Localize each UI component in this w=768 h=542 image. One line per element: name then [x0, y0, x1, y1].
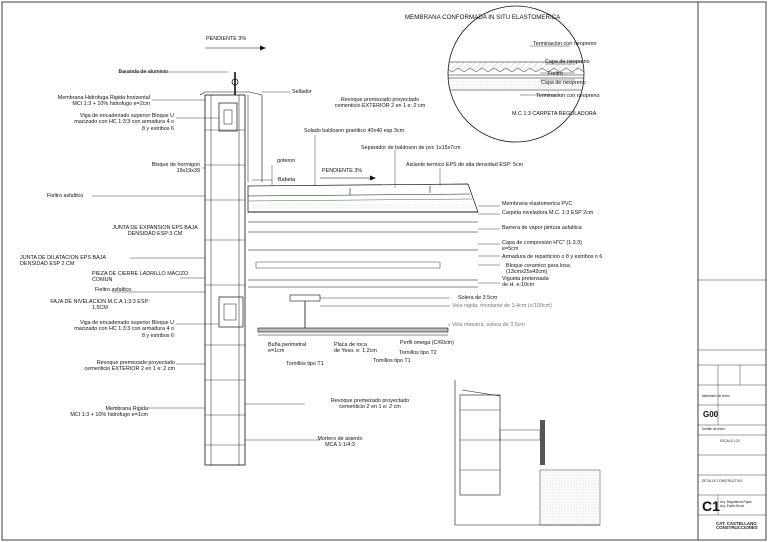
label-terminacion-1: Terminacion con neopreno — [533, 41, 597, 47]
tb-small-4: DETALLE CONSTRUCTIVO — [702, 479, 743, 483]
tb-sheet-code: G00 — [703, 410, 719, 419]
leader-lines — [92, 71, 500, 441]
slope-label-mid: PENDIENTE 3% — [322, 168, 363, 174]
roof-slab — [247, 175, 479, 288]
tb-sheet-number: C1 — [702, 498, 720, 514]
label-viga-encadenado-1: Viga de encadenado superior Bloque U mac… — [74, 113, 174, 132]
label-revoque-int: Revoque premezado proyectado cementicio … — [330, 398, 410, 411]
label-junta-dilatacion: JUNTA DE DILATACION EPS BAJA DENSIDAD ES… — [20, 255, 106, 268]
label-tornillos-t2: Tornillos tipo T2 — [399, 350, 437, 356]
label-mortero-asiento: Mortero de asiento MCA 1:1/4:3 — [317, 436, 363, 449]
membrane-detail-title: MEMBRANA CONFORMADA IN SITU ELASTOMERICA — [405, 14, 561, 21]
label-goteron: goteron — [277, 158, 296, 164]
label-solera: Solera de 3.5cm — [458, 295, 498, 301]
label-baranda: Baranda de aluminio — [118, 69, 168, 75]
label-fieltro-asfaltico-2: Fieltro asfaltico — [95, 287, 132, 293]
label-bloque-hormigon: Bloque de hormigon 19x19x39 — [151, 162, 200, 175]
ceiling-hanger — [257, 294, 449, 336]
masonry-wall — [199, 91, 263, 466]
label-vela-maestra: Vela maestra, solera de 3.5cm — [452, 322, 525, 328]
label-capa-compresion: Capa de compresión H"C" (1:3:3) e=5cm — [502, 240, 582, 253]
label-perfil-omega: Perfil omega (C/60cm) — [400, 340, 454, 346]
label-tornillos-t1-b: Tornillos tipo T1 — [373, 358, 411, 364]
label-tornillos-t1-a: Tornillos tipo T1 — [286, 361, 324, 367]
label-fieltro-asfaltico-1: Fieltro asfaltico — [47, 193, 84, 199]
label-revoque-ext-1: Revoque premezado proyectado cementicio … — [334, 97, 426, 110]
label-bloque-ceramico: Bloque ceramico para losa (13cmx25x42cm) — [506, 263, 570, 276]
label-separador: Separador de baldoson de pvc 1x15x7cm — [361, 145, 461, 151]
label-placa-roca: Placa de roca de Yeso. e: 1,2cm — [334, 342, 377, 355]
label-fieltro-detail: Fieltro — [548, 71, 563, 77]
label-terminacion-2: Terminacion con neopreno — [536, 93, 600, 99]
tb-authors: Arq. Magdalena Rojas Arq. Emilio Bosio — [720, 500, 752, 508]
label-membrana-pvc: Membrana elastomerica PVC — [502, 201, 573, 207]
membrane-detail-circle — [447, 5, 585, 143]
tb-small-3: ESCALA 1:20 — [720, 439, 740, 443]
slope-label-top: PENDIENTE 3% — [206, 36, 247, 42]
tb-firm: CAT. CASTELLANO CONSTRUCCIONES — [716, 521, 758, 530]
tb-small-2: Detalle de techo — [702, 427, 726, 431]
label-capa-neopreno-1: Capa de neopreno — [545, 59, 590, 65]
label-carpeta-reguladora: M.C 1:3 CARPETA REGULADORA — [512, 111, 597, 117]
tb-small-1: Materiales de techo — [702, 394, 730, 398]
label-faja-nivelacion: FAJA DE NIVELACION M.C.A 1:3:3 ESP: 1,5C… — [50, 299, 150, 312]
label-armadura: Armadura de reparticion o 8 y estribos o… — [502, 254, 603, 260]
title-block-grid — [698, 279, 766, 516]
label-buna-perimetral: Buña perimetral e=1cm — [268, 342, 307, 355]
label-capa-neopreno-2: Capa de neopreno — [541, 80, 586, 86]
label-babeta: Babeta — [278, 177, 296, 183]
label-sellador: Sellador — [292, 89, 312, 95]
label-revoque-ext-2: Revoque premezado proyectado cementicio … — [84, 360, 175, 373]
label-barrera-vapor: Barrera de vapor pintura asfaltica — [502, 225, 582, 231]
label-junta-expansion: JUNTA DE EXPANSION EPS BAJA DENSIDAD ESP… — [112, 225, 198, 238]
label-pieza-cierre: PIEZA DE CIERRE LADRILLO MACIZO COMUN — [92, 271, 189, 284]
section-thumbnail — [454, 380, 601, 526]
label-membrana-rigida: Membrana Rigida MCI 1:3 + 10% hidrofugo … — [70, 406, 148, 419]
label-vela-rigida: Vela rigida, montante de 3.4cm (c/100cm) — [452, 303, 552, 309]
label-vigueta: Vigueta pretensada de H. e:10cm — [502, 276, 549, 289]
label-viga-encadenado-2: Viga de encadenado superior Bloque U mac… — [74, 320, 174, 339]
label-aislante: Aislante termico EPS de alta densidad ES… — [406, 162, 524, 168]
label-carpeta-niveladora: Carpeta niveladora M.C. 1:3 ESP 2cm — [502, 210, 594, 216]
label-solado: Solado baldoson granitico 40x40 esp 3cm — [304, 128, 405, 134]
label-membrana-hidrofuga: Membrana Hidrofuga Rigida horizontal MCI… — [57, 95, 150, 108]
